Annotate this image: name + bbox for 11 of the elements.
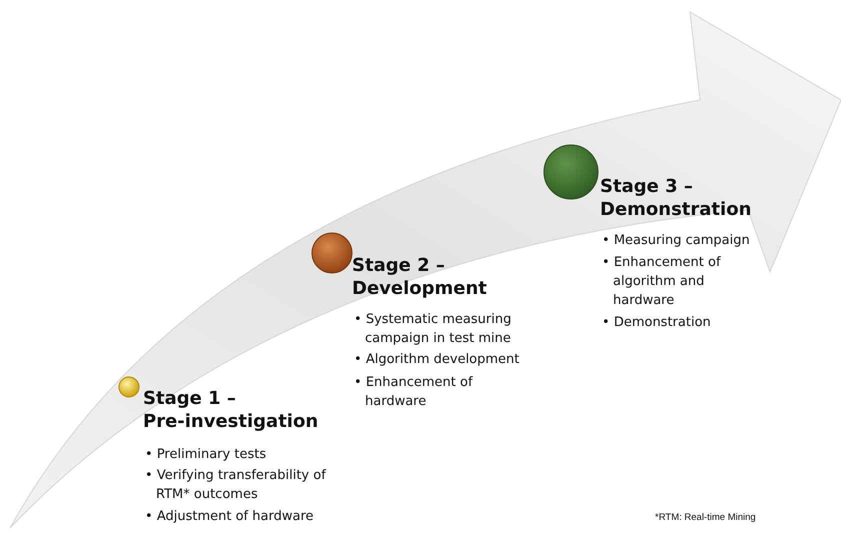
bullet-item: • Demonstration bbox=[602, 314, 712, 332]
bullet-item: • Preliminary tests bbox=[145, 446, 268, 464]
bullet-item: • Enhancement of hardware bbox=[354, 374, 474, 411]
footnote: *RTM: Real-time Mining bbox=[655, 512, 757, 523]
bullet-item: • Enhancement of algorithm and hardware bbox=[602, 254, 722, 310]
stage-heading: Stage 1 – Pre-investigation bbox=[143, 387, 320, 433]
bullet-item: • Adjustment of hardware bbox=[145, 508, 314, 526]
stage-heading: Stage 3 – Demonstration bbox=[600, 175, 752, 221]
stage-heading: Stage 2 – Development bbox=[352, 254, 488, 300]
bullet-item: • Algorithm development bbox=[354, 351, 520, 369]
bullet-item: • Measuring campaign bbox=[602, 232, 751, 250]
